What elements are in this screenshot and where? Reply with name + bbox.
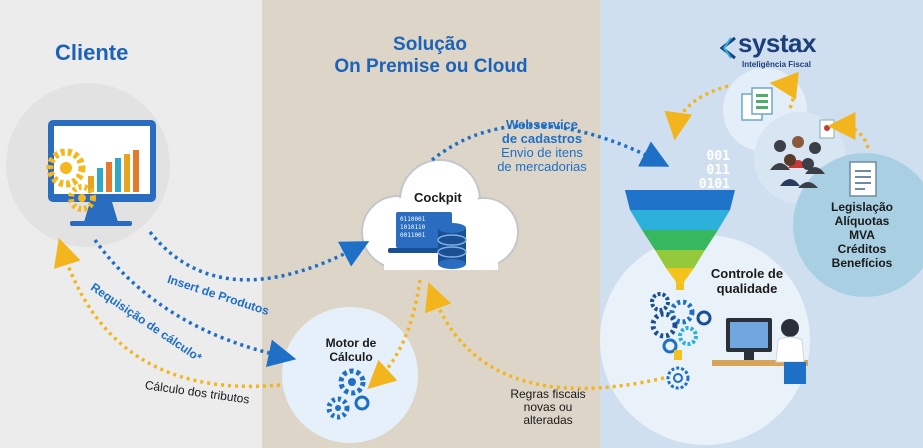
legislacao-item: Créditos: [837, 242, 887, 256]
legislacao-item: Alíquotas: [834, 214, 890, 228]
cockpit-binary: 0110001 1010110 0011001: [400, 216, 425, 240]
regras-label-line: novas ou: [523, 400, 573, 414]
qualidade-label: Controle de qualidade: [702, 266, 792, 296]
funnel-icon: [625, 190, 735, 290]
legislation-doc-icon: [849, 161, 877, 197]
motor-label-line: Motor de: [325, 336, 377, 350]
cockpit-binary-line: 0110001: [400, 216, 426, 223]
webservice-label-line: Webservice: [505, 117, 579, 132]
envio-label-line: de mercadorias: [497, 159, 587, 174]
motor-circle: [282, 307, 418, 443]
database-icon: [437, 223, 467, 269]
qualidade-label-line: qualidade: [716, 281, 778, 296]
regras-label-line: Regras fiscais: [510, 387, 586, 401]
cockpit-binary-line: 0011001: [400, 232, 426, 239]
calculo-arrow: [53, 237, 281, 389]
regras-label: Regras fiscais novas ou alteradas: [502, 388, 594, 427]
legislacao-people-arrow: [827, 112, 870, 149]
binary-line: 001: [706, 149, 730, 164]
binary-stream: 001 011 0101: [686, 150, 730, 192]
documents-icon: [741, 87, 773, 121]
gears-icon: [326, 368, 370, 420]
legislacao-item: Legislação: [830, 200, 894, 214]
binary-line: 0101: [698, 177, 730, 192]
webservice-label: Webservice de cadastros: [486, 118, 598, 146]
envio-label: Envio de itens de mercadorias: [486, 146, 598, 174]
brand-tagline: Inteligência Fiscal: [742, 60, 811, 69]
regras-arrow: [425, 282, 665, 391]
cockpit-motor-arrow: [367, 279, 422, 390]
requisicao-arrow: [93, 238, 297, 368]
people-docs-arrow: [769, 71, 799, 109]
webservice-arrow: [430, 123, 670, 167]
insert-arrow: [148, 230, 370, 282]
quality-gears-icon: [650, 292, 712, 390]
cockpit-binary-line: 1010110: [400, 224, 426, 231]
legislacao-list: Legislação Alíquotas MVA Créditos Benefí…: [812, 200, 912, 270]
binary-line: 011: [706, 163, 730, 178]
envio-label-line: Envio de itens: [501, 145, 583, 160]
motor-label-line: Cálculo: [329, 350, 373, 364]
qualidade-circle: [600, 235, 810, 445]
legislacao-circle: [793, 153, 923, 297]
regras-label-line: alteradas: [523, 413, 573, 427]
solucao-title: Solução: [393, 34, 467, 55]
systax-logo-icon: [719, 36, 736, 60]
analyst-icon: [712, 318, 808, 384]
monitor-icon: [46, 120, 156, 226]
premise-title: On Premise ou Cloud: [334, 56, 528, 77]
brand-name: systax: [738, 28, 816, 58]
motor-label: Motor de Cálculo: [312, 336, 390, 364]
docs-funnel-arrow: [664, 84, 729, 141]
cockpit-label: Cockpit: [414, 190, 462, 205]
qualidade-label-line: Controle de: [710, 266, 784, 281]
legislacao-item: MVA: [849, 228, 875, 242]
legislacao-item: Benefícios: [831, 256, 893, 270]
cliente-title: Cliente: [55, 40, 129, 65]
webservice-label-line: de cadastros: [501, 131, 583, 146]
